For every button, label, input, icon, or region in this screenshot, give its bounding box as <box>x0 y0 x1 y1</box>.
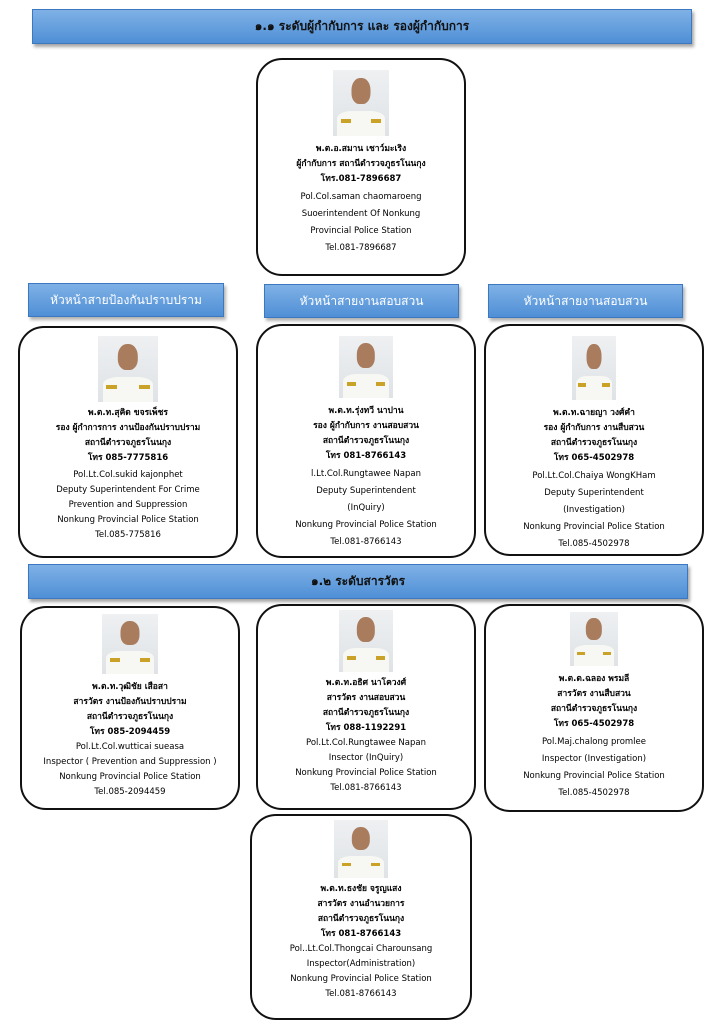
person-phone-en: Tel.081-8766143 <box>330 783 402 793</box>
person-position: รอง ผู้กำการการ งานป้องกันปราบปราม <box>55 423 201 433</box>
person-name: พ.ต.ท.ฉายญา วงศ์คำ <box>553 408 635 418</box>
person-position: รอง ผู้กำกับการ งานสืบสวน <box>543 423 645 433</box>
person-card-inspector-inquiry: พ.ต.ท.อธิศ นาโควงศ์ สารวัตร งานสอบสวน สถ… <box>256 604 476 810</box>
tab-inquiry: หัวหน้าสายงานสอบสวน <box>264 284 459 318</box>
portrait-photo <box>333 70 389 136</box>
person-position: สารวัตร งานอำนวยการ <box>317 899 405 909</box>
portrait-photo <box>572 336 616 400</box>
person-phone: โทร 088-1192291 <box>325 723 407 733</box>
person-position: สารวัตร งานป้องกันปราบปราม <box>73 697 187 707</box>
person-phone: โทร 085-7775816 <box>87 453 169 463</box>
person-card-inspector-investigation: พ.ต.ต.ฉลอง พรมลี สารวัตร งานสืบสวน สถานี… <box>484 604 704 812</box>
portrait-photo <box>339 610 393 672</box>
person-phone-en: Tel.081-7896687 <box>325 243 397 253</box>
person-station-en: Provincial Police Station <box>310 226 412 236</box>
person-phone-en: Tel.085-4502978 <box>558 539 630 549</box>
person-phone: โทร 065-4502978 <box>553 453 635 463</box>
portrait-photo <box>339 336 393 398</box>
person-station-en: Nonkung Provincial Police Station <box>295 520 437 530</box>
person-name-en: Pol..Lt.Col.Thongcai Charounsang <box>289 944 433 954</box>
person-title-en: Inspector(Administration) <box>306 959 416 969</box>
person-station: สถานีตำรวจภูธรโนนกุง <box>86 712 174 722</box>
person-name: พ.ต.อ.สมาน เชาว์มะเริง <box>315 144 407 154</box>
person-name-en: Pol.Lt.Col.Chaiya WongKHam <box>532 471 656 481</box>
person-station: สถานีตำรวจภูธรโนนกุง <box>550 704 638 714</box>
person-name: พ.ต.ท.วุฒิชัย เสือสา <box>92 682 168 692</box>
person-card-deputy-prevention: พ.ต.ท.สุคิด ขจรเพ็ชร รอง ผู้กำการการ งาน… <box>18 326 238 558</box>
person-name-en: l.Lt.Col.Rungtawee Napan <box>311 469 421 479</box>
person-division-en: Prevention and Suppression <box>68 500 188 510</box>
person-phone: โทร 085-2094459 <box>89 727 171 737</box>
section-title-inspectors: ๑.๒ ระดับสารวัตร <box>28 564 688 599</box>
person-position: สารวัตร งานสอบสวน <box>326 693 406 703</box>
person-station-en: Nonkung Provincial Police Station <box>59 772 201 782</box>
person-phone-en: Tel.081-8766143 <box>325 989 397 999</box>
person-title-en: Inspector (Investigation) <box>541 754 647 764</box>
person-name: พ.ต.ท.สุคิด ขจรเพ็ชร <box>88 408 168 418</box>
person-station: สถานีตำรวจภูธรโนนกุง <box>84 438 172 448</box>
person-card-inspector-prevention: พ.ต.ท.วุฒิชัย เสือสา สารวัตร งานป้องกันป… <box>20 606 240 810</box>
person-station: สถานีตำรวจภูธรโนนกุง <box>322 708 410 718</box>
person-position: ผู้กำกับการ สถานีตำรวจภูธรโนนกุง <box>296 159 426 169</box>
person-card-inspector-administration: พ.ต.ท.ธงชัย จรูญแสง สารวัตร งานอำนวยการ … <box>250 814 472 1020</box>
person-position: รอง ผู้กำกับการ งานสอบสวน <box>313 421 419 431</box>
person-station-en: Nonkung Provincial Police Station <box>57 515 199 525</box>
person-title-en: Suoerintendent Of Nonkung <box>301 209 421 219</box>
person-division-en: (Investigation) <box>563 505 625 515</box>
person-name: พ.ต.ต.ฉลอง พรมลี <box>558 674 630 684</box>
portrait-photo <box>98 336 158 402</box>
person-division-en: (InQuiry) <box>347 503 385 513</box>
person-name-en: Pol.Lt.Col.Rungtawee Napan <box>306 738 426 748</box>
person-station-en: Nonkung Provincial Police Station <box>523 522 665 532</box>
person-name: พ.ต.ท.รุ่งทวี นาปาน <box>328 406 404 416</box>
person-station: สถานีตำรวจภูธรโนนกุง <box>550 438 638 448</box>
person-phone-en: Tel.081-8766143 <box>330 537 402 547</box>
person-phone: โทร 081-8766143 <box>325 451 407 461</box>
person-card-superintendent: พ.ต.อ.สมาน เชาว์มะเริง ผู้กำกับการ สถานี… <box>256 58 466 276</box>
person-title-en: Insector (InQuiry) <box>328 753 404 763</box>
person-name-en: Pol.Lt.Col.sukid kajonphet <box>73 470 183 480</box>
person-title-en: Inspector ( Prevention and Suppression ) <box>43 757 217 767</box>
person-station-en: Nonkung Provincial Police Station <box>295 768 437 778</box>
person-title-en: Deputy Superintendent <box>316 486 416 496</box>
person-position: สารวัตร งานสืบสวน <box>557 689 631 699</box>
portrait-photo <box>102 614 158 674</box>
tab-investigation: หัวหน้าสายงานสอบสวน <box>488 284 683 318</box>
person-card-deputy-inquiry: พ.ต.ท.รุ่งทวี นาปาน รอง ผู้กำกับการ งานส… <box>256 324 476 558</box>
person-station: สถานีตำรวจภูธรโนนกุง <box>322 436 410 446</box>
person-title-en: Deputy Superintendent <box>544 488 644 498</box>
person-card-deputy-investigation: พ.ต.ท.ฉายญา วงศ์คำ รอง ผู้กำกับการ งานสื… <box>484 324 704 556</box>
person-title-en: Deputy Superintendent For Crime <box>56 485 200 495</box>
person-name-en: Pol.Maj.chalong promlee <box>541 737 646 747</box>
person-phone: โทร 065-4502978 <box>553 719 635 729</box>
person-station-en: Nonkung Provincial Police Station <box>523 771 665 781</box>
person-station: สถานีตำรวจภูธรโนนกุง <box>317 914 405 924</box>
person-station-en: Nonkung Provincial Police Station <box>290 974 432 984</box>
person-phone: โทร.081-7896687 <box>320 174 402 184</box>
portrait-photo <box>570 612 618 666</box>
person-name: พ.ต.ท.อธิศ นาโควงศ์ <box>325 678 407 688</box>
person-phone: โทร 081-8766143 <box>320 929 402 939</box>
person-phone-en: Tel.085-4502978 <box>558 788 630 798</box>
tab-crime-prevention: หัวหน้าสายป้องกันปราบปราม <box>28 283 224 317</box>
portrait-photo <box>334 820 388 878</box>
person-phone-en: Tel.085-2094459 <box>94 787 166 797</box>
section-title-superintendents: ๑.๑ ระดับผู้กำกับการ และ รองผู้กำกับการ <box>32 9 692 44</box>
person-name-en: Pol.Col.saman chaomaroeng <box>300 192 422 202</box>
person-name: พ.ต.ท.ธงชัย จรูญแสง <box>320 884 402 894</box>
person-name-en: Pol.Lt.Col.wutticai sueasa <box>75 742 185 752</box>
person-phone-en: Tel.085-775816 <box>95 530 161 540</box>
